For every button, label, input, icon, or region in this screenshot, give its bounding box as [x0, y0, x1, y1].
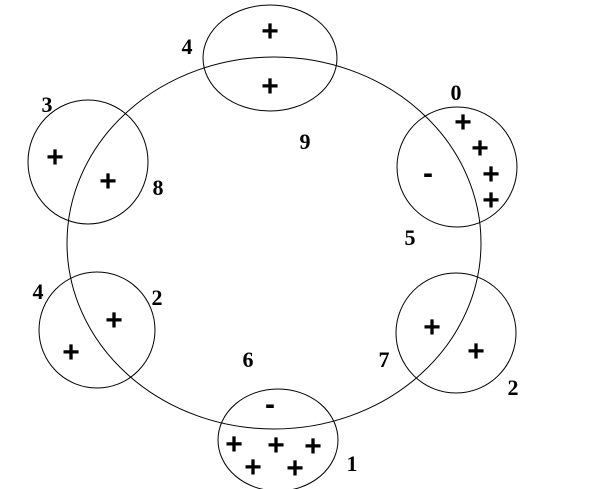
node-label: 2: [508, 375, 519, 400]
plus-sign: +: [267, 429, 285, 462]
node-label: 4: [182, 34, 193, 59]
group-circle-right-bottom: [395, 272, 517, 394]
plus-sign: +: [467, 335, 485, 368]
plus-sign: +: [261, 15, 279, 48]
plus-sign: +: [261, 70, 279, 103]
plus-sign: +: [62, 336, 80, 369]
main-ring: [66, 56, 482, 430]
node-label: 7: [379, 347, 390, 372]
node-label: 2: [152, 285, 163, 310]
plus-sign: +: [286, 452, 304, 485]
plus-sign: +: [482, 184, 500, 217]
plus-sign: +: [423, 311, 441, 344]
node-label: 9: [300, 129, 311, 154]
plus-sign: +: [454, 106, 472, 139]
plus-sign: +: [471, 132, 489, 165]
plus-sign: +: [46, 141, 64, 174]
group-circle-left-top: [27, 99, 149, 225]
node-label: 0: [451, 80, 462, 105]
node-label: 8: [153, 175, 164, 200]
plus-sign: +: [244, 451, 262, 484]
plus-sign: +: [482, 158, 500, 191]
group-circle-bottom: [217, 388, 339, 489]
group-circle-left-bottom: [38, 271, 156, 389]
plus-sign: +: [99, 165, 117, 198]
node-label: 5: [405, 225, 416, 250]
minus-sign: -: [265, 388, 275, 421]
minus-sign: -: [423, 157, 433, 190]
group-circle-top: [202, 4, 338, 112]
plus-sign: +: [105, 304, 123, 337]
node-label: 1: [347, 451, 358, 476]
node-label: 4: [33, 279, 44, 304]
plus-sign: +: [225, 428, 243, 461]
group-circle-right-top: [396, 106, 518, 228]
plus-sign: +: [304, 430, 322, 463]
node-label: 3: [42, 92, 53, 117]
node-label: 6: [243, 347, 254, 372]
